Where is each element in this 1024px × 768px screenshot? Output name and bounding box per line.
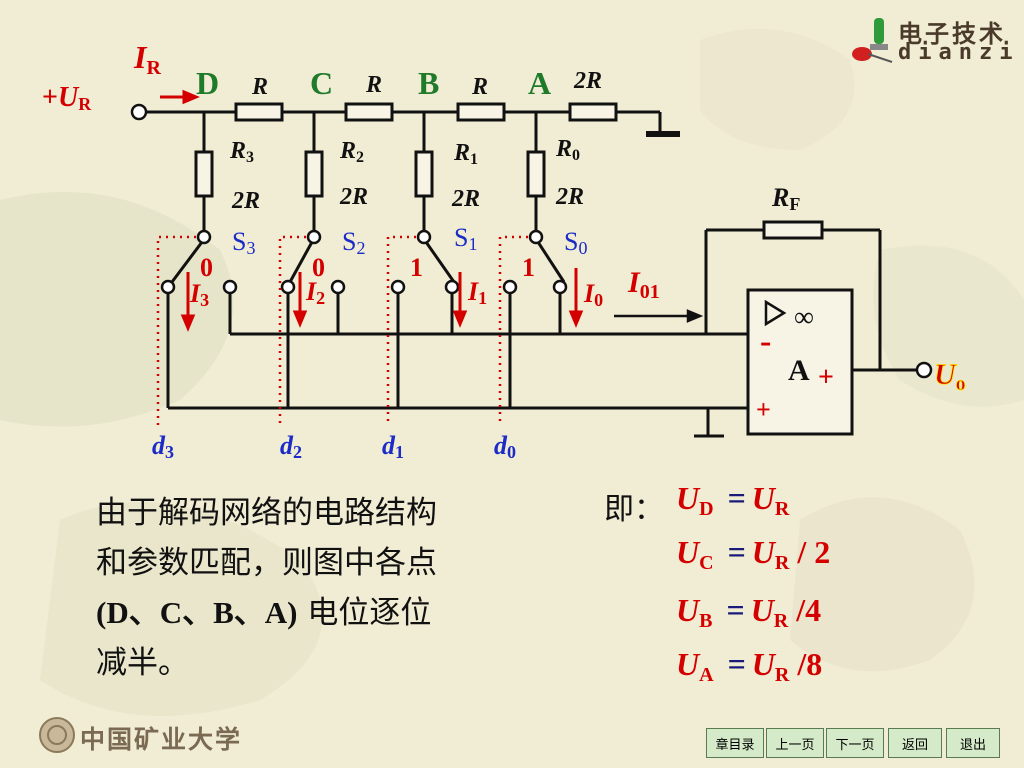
shunt-r0-value: 2R [555, 184, 584, 210]
slide-navigation: 章目录 上一页 下一页 返回 退出 [706, 728, 1000, 758]
equation-ua: UA =UR /8 [676, 646, 823, 686]
resistor-r1 [414, 150, 434, 198]
input-brackets [156, 235, 528, 426]
logo: 电子技术 dianzi [848, 14, 1012, 68]
input-d1-label: d1 [382, 431, 404, 462]
output-terminal [915, 361, 933, 379]
opamp-infinity: ∞ [794, 302, 814, 333]
description-line-4: 减半。 [96, 645, 189, 681]
description-nodes: (D、C、B、A) [96, 595, 298, 630]
university-seal-icon [39, 717, 75, 753]
input-d2-label: d2 [280, 431, 302, 462]
node-d-label: D [196, 65, 219, 101]
output-voltage-label: Uo [934, 358, 966, 395]
shunt-r3-value: 2R [231, 188, 260, 214]
shunt-r0-label: R0 [555, 136, 580, 164]
bit-state-0: 1 [522, 253, 535, 282]
current-i3-label: I3 [189, 279, 209, 310]
university-logo: 中国矿业大学 [38, 716, 258, 756]
opamp-triangle-icon [764, 299, 787, 327]
switch-s0-label: S0 [564, 227, 587, 258]
resistor-rf [762, 220, 824, 240]
description-line-3-rest: 电位逐位 [297, 595, 432, 631]
node-b-label: B [418, 65, 439, 101]
equation-ud: UD =UR [676, 480, 790, 520]
opamp-name: A [788, 354, 810, 387]
current-arrows [160, 89, 584, 332]
resistor-2r-a [568, 102, 618, 122]
logo-subtitle: dianzi [898, 40, 1020, 65]
resistor-r0 [526, 150, 546, 198]
switch-s2-label: S2 [342, 227, 365, 258]
bit-state-3: 0 [200, 253, 213, 282]
bit-state-2: 0 [312, 253, 325, 282]
series-r-label-b: R [471, 74, 488, 100]
equations-prefix: 即： [604, 492, 664, 527]
shunt-r1-label: R1 [453, 140, 478, 168]
opamp-minus: - [760, 323, 771, 360]
opamp-plus: + [756, 395, 771, 424]
shunt-r1-value: 2R [451, 186, 480, 212]
input-voltage-label: +UR [42, 82, 92, 114]
current-i0-label: I0 [583, 279, 603, 310]
series-r-label-d: R [251, 74, 268, 100]
university-name: 中国矿业大学 [80, 725, 243, 754]
series-r-label-a: 2R [573, 68, 602, 94]
equation-uc: UC =UR / 2 [676, 534, 831, 574]
sum-current-label: I01 [627, 266, 660, 303]
description-line-2: 和参数匹配，则图中各点 [96, 545, 437, 581]
exit-button[interactable]: 退出 [946, 728, 1000, 758]
description-line-1: 由于解码网络的电路结构 [96, 495, 437, 531]
node-a-label: A [528, 65, 551, 101]
shunt-r3-label: R3 [229, 138, 254, 166]
input-terminal [130, 103, 148, 121]
equation-ub: UB =UR /4 [676, 592, 822, 632]
back-button[interactable]: 返回 [888, 728, 942, 758]
opamp-out-plus: + [818, 362, 834, 393]
chapter-index-button[interactable]: 章目录 [706, 728, 764, 758]
switch-s1-label: S1 [454, 223, 477, 254]
input-d3-label: d3 [152, 431, 174, 462]
resistor-r3 [194, 150, 214, 198]
chip-icon [852, 18, 893, 63]
resistors [194, 102, 824, 240]
sum-current-arrow [614, 309, 704, 323]
ref-current-label: IR [133, 39, 161, 79]
description-text: 由于解码网络的电路结构 和参数匹配，则图中各点 (D、C、B、A) 电位逐位 减… [96, 488, 546, 688]
resistor-r-d [234, 102, 284, 122]
wires [146, 110, 918, 438]
next-page-button[interactable]: 下一页 [826, 728, 884, 758]
description-line-3: (D、C、B、A) 电位逐位 [96, 588, 546, 638]
series-r-label-c: R [365, 72, 382, 98]
terminals [130, 103, 933, 379]
shunt-r2-label: R2 [339, 138, 364, 166]
shunt-r2-value: 2R [339, 184, 368, 210]
logo-title: 电子技术 [898, 20, 1006, 48]
resistor-r2 [304, 150, 324, 198]
prev-page-button[interactable]: 上一页 [766, 728, 824, 758]
resistor-r-b [456, 102, 506, 122]
switch-s3-label: S3 [232, 227, 255, 258]
input-d0-label: d0 [494, 431, 516, 462]
feedback-r-label: RF [771, 183, 800, 214]
current-i1-label: I1 [467, 277, 487, 308]
node-c-label: C [310, 65, 333, 101]
resistor-r-c [344, 102, 394, 122]
current-i2-label: I2 [305, 277, 325, 308]
bit-state-1: 1 [410, 253, 423, 282]
